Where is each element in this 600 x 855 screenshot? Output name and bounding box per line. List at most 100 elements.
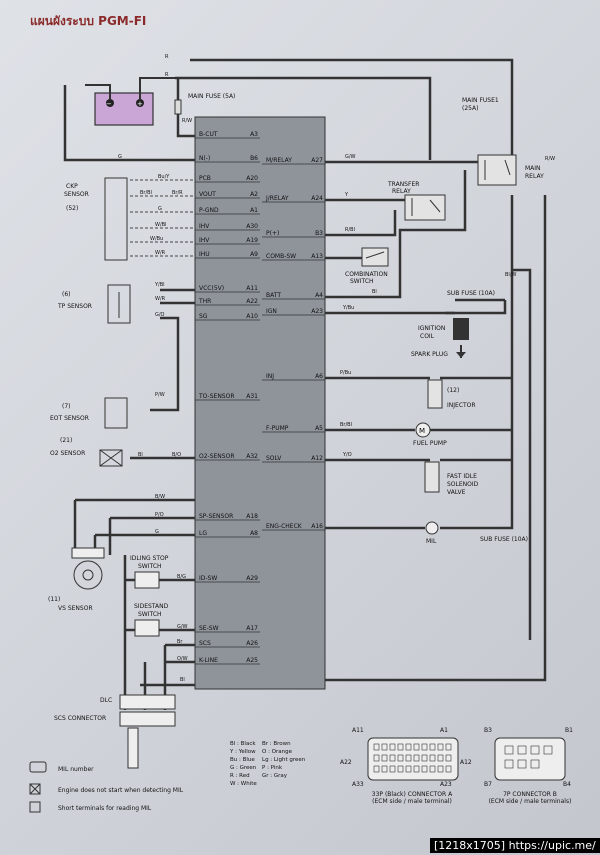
- wire-color-label: Y: [344, 192, 349, 198]
- connector-b-terminal: [517, 745, 527, 755]
- fast-idle-label: VALVE: [447, 489, 466, 496]
- legend-color: Bl : Black: [230, 741, 256, 747]
- o2-sensor: [99, 449, 123, 467]
- ignition-coil-label: COIL: [420, 333, 435, 340]
- combination-switch: [361, 247, 389, 267]
- ecm-pin-name: COMB-SW: [266, 253, 296, 260]
- ecm-pin-name: PCB: [199, 175, 211, 182]
- connector-a-pin: A1: [440, 727, 448, 734]
- ecm-pin-name: THR: [198, 298, 211, 305]
- watermark: [1218x1705] https://upic.me/: [430, 838, 600, 853]
- ecm-pin-number: B3: [315, 230, 323, 237]
- ecm-pin-number: A12: [311, 455, 323, 462]
- connector-b-terminal: [530, 759, 540, 769]
- ecm-pin-number: A22: [246, 298, 258, 305]
- vs-sensor-label: VS SENSOR: [58, 605, 93, 612]
- mil-label: MIL: [426, 538, 437, 545]
- connector-a-terminal: [445, 743, 452, 751]
- connector-a-terminal: [381, 754, 388, 762]
- sidestand-label: SIDESTAND: [134, 603, 169, 610]
- ecm-pin-name: K-LINE: [199, 657, 218, 664]
- ecm-pin-name: ENG-CHECK: [266, 523, 303, 530]
- legend-color: Br : Brown: [262, 741, 291, 747]
- ckp-sensor: [104, 177, 128, 261]
- wire-color-label: Y/Bu: [342, 305, 354, 311]
- ecm-pin-number: A8: [250, 530, 258, 537]
- tp-mil-number: (6): [62, 291, 71, 298]
- battery: − +: [85, 77, 175, 126]
- connector-b-pin: B4: [563, 781, 571, 788]
- wire-color-label: G/O: [155, 312, 165, 318]
- wire-color-label: G/W: [177, 624, 188, 630]
- wire-color-label: R/W: [182, 118, 192, 124]
- wire-color-label: P/O: [155, 512, 164, 518]
- ecm-pin-number: B6: [250, 155, 258, 162]
- wire-color-label: W/Bl: [155, 222, 166, 228]
- legend-color: W : White: [230, 781, 257, 787]
- connector-a-terminal: [437, 754, 444, 762]
- ecm-pin-number: A16: [311, 523, 323, 530]
- eot-sensor-label: EOT SENSOR: [50, 415, 89, 422]
- wire-color-label: B/O: [172, 452, 181, 458]
- main-fuse1-rating: (25A): [462, 105, 478, 112]
- tp-sensor-label: TP SENSOR: [57, 303, 92, 310]
- ecm-pin-number: A11: [246, 285, 258, 292]
- sidestand-switch: [134, 619, 160, 637]
- ecm-pin-number: A2: [250, 191, 258, 198]
- ecm-pin-number: A6: [315, 373, 323, 380]
- wire-color-label: R: [165, 54, 169, 60]
- page-title: แผนผังระบบ PGM-FI: [30, 14, 147, 28]
- connector-a-terminal: [397, 754, 404, 762]
- injector-label: INJECTOR: [447, 402, 476, 409]
- wire-color-label: Br/Bl: [140, 190, 152, 196]
- ecm-pin-name: O2-SENSOR: [199, 453, 235, 460]
- wire-color-label: G: [118, 154, 122, 160]
- eot-mil-number: (7): [62, 403, 71, 410]
- combination-switch-label: COMBINATION: [345, 271, 388, 278]
- connector-a-pin: A33: [352, 781, 364, 788]
- connector-b-pin: B1: [565, 727, 573, 734]
- ecm-pin-name: ID-SW: [199, 575, 217, 582]
- connector-b-pin: B3: [484, 727, 492, 734]
- idling-stop-label: SWITCH: [138, 563, 162, 570]
- ecm-pin-name: VCC(5V): [199, 285, 224, 292]
- sidestand-label: SWITCH: [138, 611, 162, 618]
- ecm-pin-name: SCS: [199, 640, 211, 647]
- main-fuse-label: MAIN FUSE (5A): [188, 93, 235, 100]
- transfer-relay: [404, 194, 446, 221]
- connector-a-pin: A12: [460, 759, 472, 766]
- ecm-pin-name: IHV: [199, 237, 210, 244]
- ecm-pin-number: A3: [250, 131, 258, 138]
- wire-color-label: Bu/Y: [158, 174, 170, 180]
- ecm-pin-number: A10: [246, 313, 258, 320]
- transfer-relay-label: RELAY: [392, 188, 411, 195]
- legend-short: Short terminals for reading MIL: [58, 805, 152, 812]
- wire-color-label: G: [155, 529, 159, 535]
- connector-b-pin: B7: [484, 781, 492, 788]
- ckp-sensor-label: SENSOR: [64, 191, 89, 198]
- ecm-pin-number: A32: [246, 453, 258, 460]
- transfer-relay-label: TRANSFER: [387, 181, 419, 188]
- mil-lamp: [425, 521, 439, 535]
- ignition-coil: [453, 318, 469, 358]
- ecm-body: [194, 116, 326, 690]
- idling-stop-label: IDLING STOP: [130, 555, 169, 562]
- main-relay: [477, 154, 517, 186]
- connector-a-terminal: [389, 743, 396, 751]
- injector-mil-number: (12): [447, 387, 459, 394]
- connector-b-label: 7P CONNECTOR B: [503, 791, 557, 798]
- wire-color-label: G/W: [345, 154, 356, 160]
- legend-mil-number: MIL number: [58, 766, 94, 773]
- connector-a-terminal: [373, 754, 380, 762]
- ecm-pin-number: A13: [311, 253, 323, 260]
- wire-color-label: Br/R: [172, 190, 183, 196]
- connector-a-label: 33P (Black) CONNECTOR A: [372, 791, 453, 798]
- wire-color-label: Bl: [180, 677, 185, 683]
- ecm-pin-number: A26: [246, 640, 258, 647]
- ecm-pin-name: F-PUMP: [266, 425, 289, 432]
- connector-a-terminal: [429, 754, 436, 762]
- ecm-pin-name: J/RELAY: [265, 195, 289, 202]
- ecm-pin-name: TO-SENSOR: [198, 393, 235, 400]
